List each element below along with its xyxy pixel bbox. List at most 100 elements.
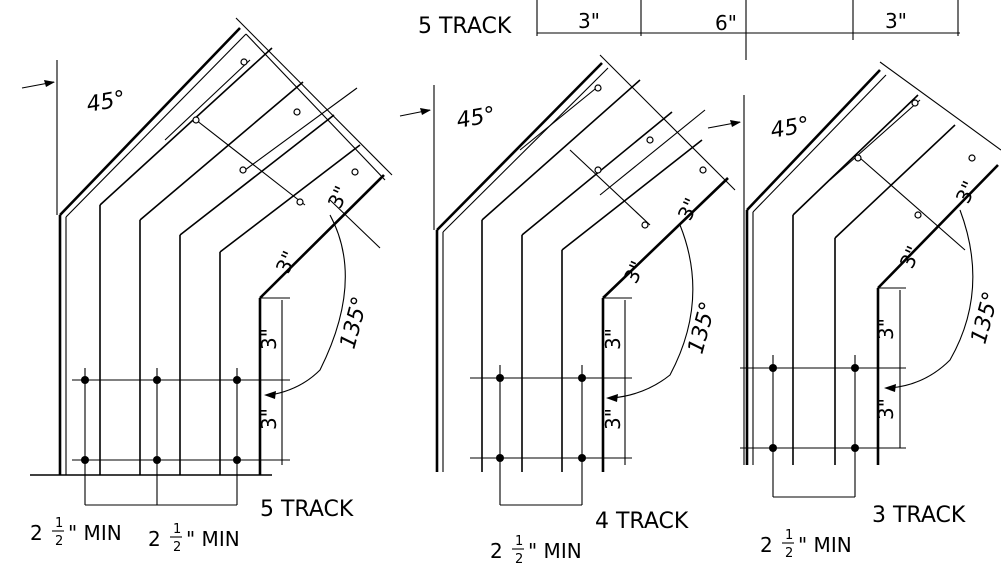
angle-bend-arc [889,209,974,389]
min-suffix: " MIN [798,533,852,557]
track-rail [99,47,273,206]
hole-line [244,87,358,171]
header-dim-1: 3" [578,9,600,33]
angle-bend-arc [269,214,346,396]
bolt-dot [233,376,241,384]
bolt-dot [81,376,89,384]
header-dimension-strip: 5 TRACK 3" 6" 3" [418,0,960,60]
min-den: 2 [173,540,181,555]
dim-v1-label: 3" [874,318,898,340]
inner-edge [602,177,729,299]
angle-top-label: 45° [85,87,128,118]
diagram-4-track: 45° 3" [399,54,736,565]
dim-v1-label: 3" [601,328,625,350]
end-cap [879,61,1001,151]
bolt-dot [233,456,241,464]
angle-bend-label: 135° [336,294,374,352]
min-num: 1 [515,534,523,549]
hole [641,221,649,229]
hole [296,198,304,206]
bolt-dot [153,376,161,384]
track-name: 5 TRACK [260,497,354,522]
end-cap-inner [245,33,386,181]
dim-v2-label: 3" [874,398,898,420]
track-rail [521,111,673,236]
hole [911,99,919,107]
track-rail [561,139,703,251]
angle-bend-label: 135° [684,299,722,357]
bolt-dot [153,456,161,464]
min-den: 2 [55,534,63,549]
header-dim-2: 6" [715,11,737,35]
bolt-dot [851,444,859,452]
outer-edge-inner [65,33,247,218]
bolt-dot [496,454,504,462]
hole [192,116,200,124]
arrow-head [44,80,55,87]
header-track-label: 5 TRACK [418,14,512,39]
outer-edge [59,27,241,216]
min-num: 1 [173,522,181,537]
hole-line [164,59,251,141]
min-label: 2 1 2 " MIN [490,534,582,565]
bolt-dot [81,456,89,464]
min-num: 1 [785,528,793,543]
track-rail [834,124,956,239]
min-den: 2 [515,552,523,565]
bolt-dot [578,454,586,462]
hole [240,58,248,66]
hole [914,211,922,219]
arrow-head [606,394,618,402]
hole-line [829,99,921,181]
dim-diag-label: 3" [673,194,704,224]
min-suffix: " MIN [68,521,122,545]
diagram-3-track: 45° 3" 3" 3" 3" [707,61,1001,561]
arrow-head [420,108,431,115]
dim-diag-label: 3" [323,182,354,212]
hole-line [195,119,306,206]
dim-v2-label: 3" [601,408,625,430]
dim-diag-label: 3" [951,177,982,207]
bolt-dot [769,364,777,372]
min-suffix: " MIN [528,539,582,563]
min-num: 1 [55,516,63,531]
arrow-head [730,120,741,127]
hole [699,166,707,174]
header-dim-3: 3" [885,9,907,33]
min-whole: 2 [760,533,773,557]
outer-edge-inner [752,74,887,213]
track-rail [179,114,335,236]
arrow-head [264,391,276,399]
track-rail [219,144,361,253]
hole-line [599,109,706,196]
track-name: 4 TRACK [595,509,689,534]
bolt-dot [496,374,504,382]
hole-line [859,157,966,251]
hole [646,136,654,144]
outer-edge-inner [442,67,609,233]
arrow-head [884,384,896,392]
hole [239,166,247,174]
bolt-dot [578,374,586,382]
hole [968,154,976,162]
dim-v2-label: 3" [257,408,281,430]
dim-corner-label: 3" [619,257,650,287]
min-den: 2 [785,546,793,561]
track-rail [139,81,304,221]
outer-edge [746,69,881,211]
angle-bend-arc [611,224,694,399]
hole-line [519,84,601,151]
end-cap [599,54,736,191]
diagram-5-track: 45° [21,17,393,555]
bolt-dot [769,444,777,452]
end-cap [235,17,393,176]
angle-top-label: 45° [769,113,812,144]
hole [351,168,359,176]
min-whole: 2 [30,521,43,545]
bolt-dot [851,364,859,372]
min-label: 2 1 2 " MIN [760,528,852,561]
min-label: 2 1 2 " MIN [30,516,122,549]
outer-edge [436,62,603,231]
track-name: 3 TRACK [872,503,966,528]
